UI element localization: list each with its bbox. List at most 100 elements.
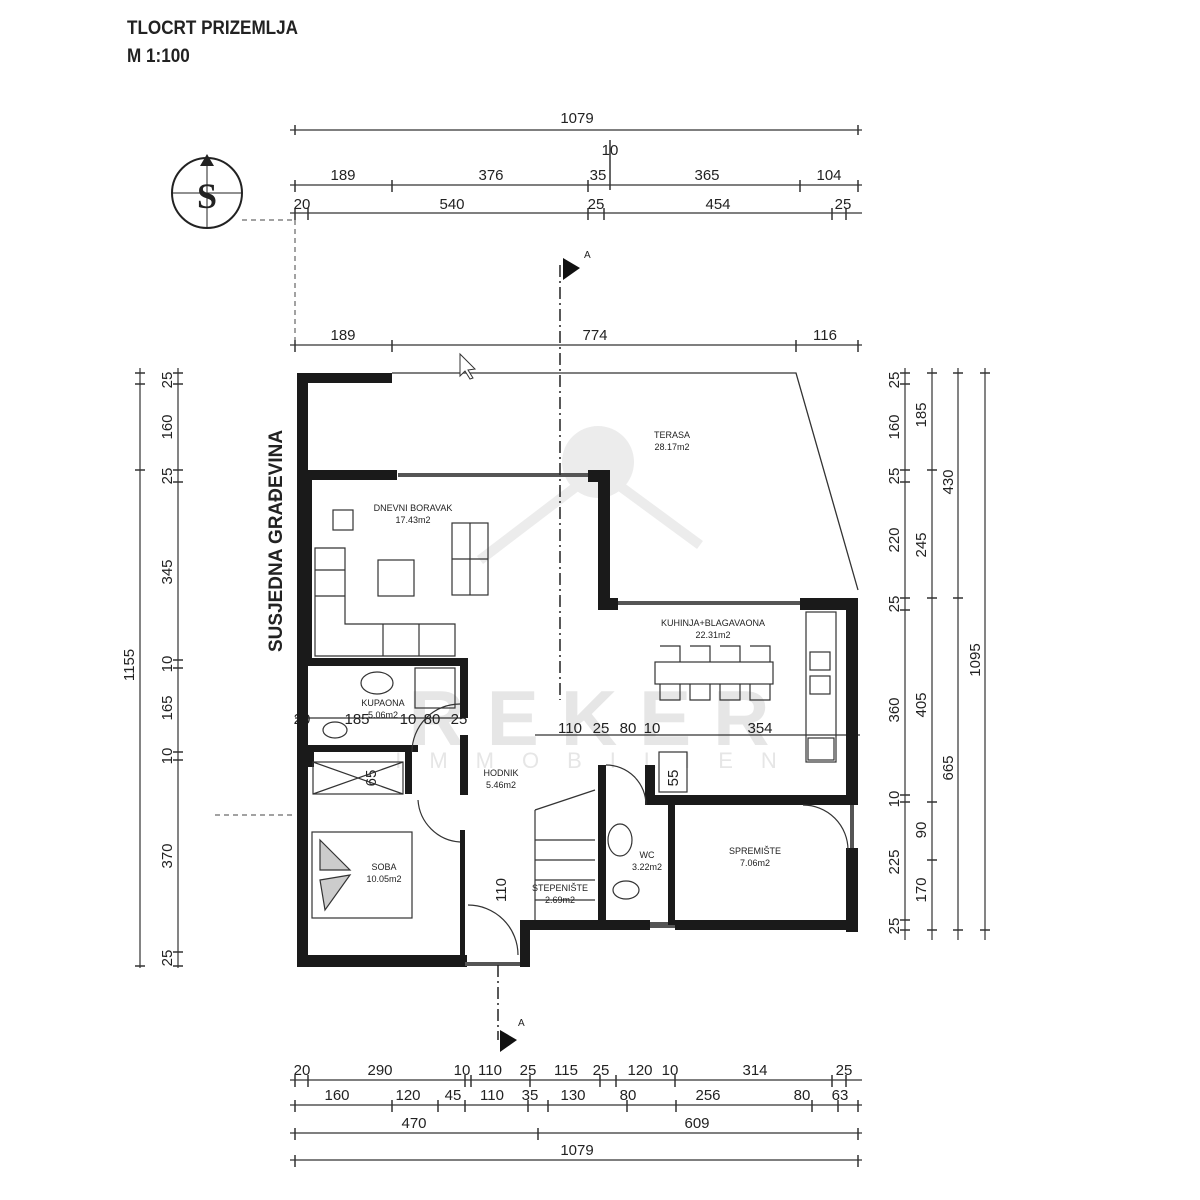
dim-label: 65 xyxy=(363,770,380,787)
dim-bottom-total: 1079 xyxy=(560,1142,593,1159)
dim-label: 25 xyxy=(886,468,903,485)
dim-label: 360 xyxy=(886,697,903,722)
terrace-outline xyxy=(392,372,859,591)
dim-label: 25 xyxy=(159,950,176,967)
room-spremiste-area: 7.06m2 xyxy=(740,858,770,868)
walls xyxy=(297,373,858,967)
dim-label: 110 xyxy=(558,720,582,737)
room-kupaona-name: KUPAONA xyxy=(361,698,404,708)
dim-left-total: 1155 xyxy=(121,649,138,681)
dim-label: 20 xyxy=(294,196,311,213)
room-stepeniste-name: STEPENIŠTE xyxy=(532,883,588,893)
dim-label: 345 xyxy=(159,559,176,584)
watermark-sub: IMMOBILIEN xyxy=(395,748,805,773)
dim-label: 540 xyxy=(439,196,464,213)
dim-label: 454 xyxy=(705,196,730,213)
room-kuhinja-area: 22.31m2 xyxy=(695,630,730,640)
dim-label: 80 xyxy=(620,720,637,737)
dim-label: 185 xyxy=(913,402,930,427)
dim-label: 405 xyxy=(913,692,930,717)
dim-label: 185 xyxy=(344,711,369,728)
dim-label: 120 xyxy=(395,1087,420,1104)
dim-label: 25 xyxy=(588,196,605,213)
dim-label: 160 xyxy=(159,414,176,439)
watermark-brand: REKER xyxy=(408,674,791,762)
dim-label: 25 xyxy=(520,1062,537,1079)
room-terasa-area: 28.17m2 xyxy=(654,442,689,452)
dim-label: 225 xyxy=(886,849,903,874)
plan-title: TLOCRT PRIZEMLJA xyxy=(127,18,298,39)
dim-label: 774 xyxy=(582,327,607,344)
dim-label: 10 xyxy=(159,748,176,765)
room-terasa-name: TERASA xyxy=(654,430,690,440)
dim-label: 25 xyxy=(593,720,610,737)
neighbour-building-label: SUSJEDNA GRAĐEVINA xyxy=(266,430,287,652)
dim-label: 25 xyxy=(593,1062,610,1079)
room-hodnik-area: 5.46m2 xyxy=(486,780,516,790)
dim-right-total: 1095 xyxy=(967,643,984,676)
dim-label: 25 xyxy=(886,918,903,935)
dim-label: 63 xyxy=(832,1087,849,1104)
dim-label: 80 xyxy=(424,711,441,728)
mouse-cursor-icon xyxy=(459,352,477,380)
section-label-bottom: A xyxy=(518,1018,525,1029)
room-spremiste-name: SPREMIŠTE xyxy=(729,846,781,856)
dimension-lines xyxy=(135,125,990,1167)
dim-label: 10 xyxy=(662,1062,679,1079)
dim-label: 354 xyxy=(747,720,772,737)
dim-label: 10 xyxy=(886,791,903,808)
room-stepeniste-area: 2.69m2 xyxy=(545,895,575,905)
dim-label: 35 xyxy=(522,1087,539,1104)
dim-label: 104 xyxy=(816,167,841,184)
dim-label: 189 xyxy=(330,327,355,344)
dim-label: 189 xyxy=(330,167,355,184)
section-line-a: A A xyxy=(497,250,591,1052)
dim-label: 45 xyxy=(445,1087,462,1104)
plan-scale: M 1:100 xyxy=(127,46,190,67)
dim-label: 80 xyxy=(620,1087,637,1104)
dim-label: 115 xyxy=(554,1062,578,1079)
room-soba-area: 10.05m2 xyxy=(366,874,401,884)
room-dnevni-boravak-name: DNEVNI BORAVAK xyxy=(374,503,453,513)
dim-label: 165 xyxy=(159,695,176,720)
section-arrow-icon xyxy=(500,1030,517,1052)
dim-label: 370 xyxy=(159,843,176,868)
dim-label: 55 xyxy=(665,770,682,787)
dim-label: 430 xyxy=(940,469,957,494)
dim-label: 376 xyxy=(478,167,503,184)
room-wc-name: WC xyxy=(640,850,655,860)
room-kuhinja-name: KUHINJA+BLAGAVAONA xyxy=(661,618,765,628)
dim-label: 245 xyxy=(913,532,930,557)
dim-label: 25 xyxy=(886,372,903,389)
dim-label: 35 xyxy=(590,167,607,184)
room-hodnik-name: HODNIK xyxy=(483,768,518,778)
north-compass-icon: S xyxy=(171,154,243,229)
room-labels: TERASA 28.17m2 DNEVNI BORAVAK 17.43m2 KU… xyxy=(361,430,781,905)
dim-label: 609 xyxy=(684,1115,709,1132)
dim-label: 170 xyxy=(913,877,930,902)
dim-label: 25 xyxy=(835,196,852,213)
dim-label: 10 xyxy=(159,656,176,673)
section-label-top: A xyxy=(584,250,591,261)
dim-label: 116 xyxy=(813,327,837,344)
dim-label: 130 xyxy=(560,1087,585,1104)
dim-label: 160 xyxy=(886,414,903,439)
room-wc-area: 3.22m2 xyxy=(632,862,662,872)
dim-label: 25 xyxy=(159,372,176,389)
dim-label: 90 xyxy=(913,822,930,839)
dim-label: 10 xyxy=(644,720,661,737)
dim-label: 110 xyxy=(493,878,510,902)
dimension-texts: 1079 189 376 35 10 365 104 20 540 25 454… xyxy=(121,110,984,1159)
dim-label: 110 xyxy=(478,1062,502,1079)
dim-label: 25 xyxy=(836,1062,853,1079)
dim-label: 365 xyxy=(694,167,719,184)
dim-label: 470 xyxy=(401,1115,426,1132)
dim-label: 110 xyxy=(480,1087,504,1104)
room-kupaona-area: 5.06m2 xyxy=(368,710,398,720)
dim-top-total: 1079 xyxy=(560,110,593,127)
dim-label: 10 xyxy=(400,711,417,728)
section-arrow-icon xyxy=(563,258,580,280)
room-dnevni-boravak-area: 17.43m2 xyxy=(395,515,430,525)
